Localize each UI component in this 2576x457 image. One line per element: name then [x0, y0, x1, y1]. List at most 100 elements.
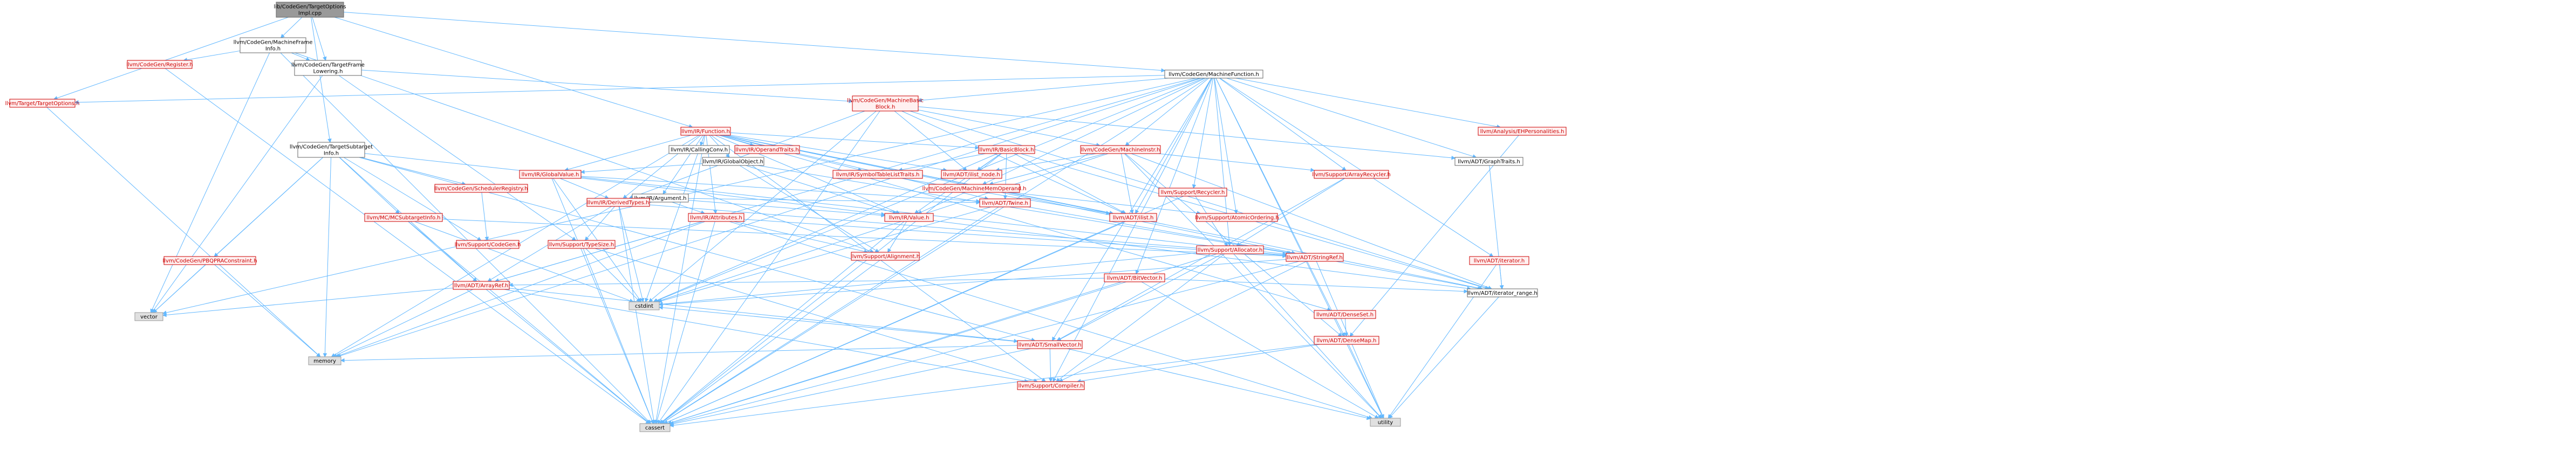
node-label: llvm/Support/AtomicOrdering.h — [1195, 215, 1279, 221]
node-itr[interactable]: llvm/ADT/iterator_range.h — [1467, 288, 1538, 297]
edge-tsi-to-mcsti — [339, 157, 400, 214]
node-label: lib/CodeGen/TargetOptions — [274, 4, 346, 10]
edge-attr-to-cassert — [655, 221, 715, 425]
node-dt[interactable]: llvm/IR/DerivedTypes.h — [586, 198, 650, 207]
edge-aref-to-vector — [162, 287, 454, 317]
edge-sref-to-cassert — [669, 261, 1300, 425]
edge-mf-to-gt — [1226, 78, 1477, 158]
edge-mfi-to-vector — [150, 52, 270, 314]
edge-svec-to-cassert — [669, 348, 1031, 426]
node-utility: utility — [1370, 418, 1401, 427]
node-sref[interactable]: llvm/ADT/StringRef.h — [1286, 253, 1344, 262]
node-tto[interactable]: llvm/Target/TargetOptions.h — [5, 99, 80, 108]
edge-svec-to-utility — [1067, 348, 1371, 420]
node-label: llvm/IR/GlobalObject.h — [703, 159, 763, 165]
edge-irfn-to-cstdint — [645, 135, 705, 303]
node-attr[interactable]: llvm/IR/Attributes.h — [688, 213, 744, 222]
node-label: llvm/IR/Value.h — [889, 215, 930, 221]
node-label: llvm/Analysis/EHPersonalities.h — [1480, 129, 1564, 135]
node-label: llvm/ADT/iterator.h — [1474, 258, 1525, 264]
edge-irfn-to-dt — [623, 135, 701, 199]
node-csr[interactable]: llvm/CodeGen/SchedulerRegistry.h — [434, 184, 528, 193]
node-comp[interactable]: llvm/Support/Compiler.h — [1017, 381, 1085, 390]
edge-gobj-to-gv — [580, 163, 703, 174]
edge-mf-to-recyc — [1192, 78, 1214, 189]
edge-mcsti-to-cassert — [408, 221, 651, 424]
edge-sref-to-cstdint — [658, 259, 1287, 307]
node-label: llvm/CodeGen/MachineFunction.h — [1169, 72, 1259, 78]
node-arec[interactable]: llvm/Support/ArrayRecycler.h — [1312, 170, 1391, 179]
node-label: llvm/ADT/DenseMap.h — [1317, 338, 1377, 344]
node-label: llvm/CodeGen/MachineFrame — [234, 40, 313, 46]
edge-iter-to-utility — [1388, 264, 1497, 419]
edge-root-to-mfi — [280, 17, 303, 38]
node-mmo[interactable]: llvm/CodeGen/MachineMemOperand.h — [923, 184, 1027, 193]
node-twine[interactable]: llvm/ADT/Twine.h — [979, 198, 1031, 207]
edge-mf-to-tto — [74, 75, 1165, 105]
node-cg[interactable]: llvm/Support/CodeGen.h — [455, 240, 521, 249]
node-label: cstdint — [635, 303, 653, 309]
node-opt[interactable]: llvm/IR/OperandTraits.h — [734, 145, 800, 154]
node-label: llvm/ADT/StringRef.h — [1287, 255, 1342, 261]
node-label: llvm/CodeGen/MachineInstr.h — [1081, 147, 1160, 153]
node-label: llvm/Support/Compiler.h — [1018, 383, 1083, 389]
edge-alloc-to-comp — [1055, 253, 1225, 382]
node-label: llvm/CodeGen/Register.h — [126, 62, 193, 68]
node-stlt[interactable]: llvm/IR/SymbolTableListTraits.h — [832, 170, 923, 179]
node-reg[interactable]: llvm/CodeGen/Register.h — [126, 60, 193, 69]
node-mi[interactable]: llvm/CodeGen/MachineInstr.h — [1080, 145, 1161, 154]
node-gt[interactable]: llvm/ADT/GraphTraits.h — [1454, 157, 1523, 166]
edge-gt-to-itr — [1489, 165, 1504, 290]
node-label: llvm/CodeGen/PBQPRAConstraint.h — [162, 258, 257, 264]
node-gv[interactable]: llvm/IR/GlobalValue.h — [519, 170, 582, 179]
node-label: cassert — [645, 425, 665, 431]
node-cc[interactable]: llvm/IR/CallingConv.h — [668, 145, 730, 154]
node-cstdint: cstdint — [628, 301, 660, 310]
node-label: memory — [313, 358, 336, 364]
node-label: llvm/Support/TypeSize.h — [549, 242, 614, 248]
node-gobj[interactable]: llvm/IR/GlobalObject.h — [702, 157, 764, 166]
node-mf[interactable]: llvm/CodeGen/MachineFunction.h — [1164, 70, 1263, 79]
node-bb[interactable]: llvm/IR/BasicBlock.h — [978, 145, 1035, 154]
node-irfn[interactable]: llvm/IR/Function.h — [680, 127, 731, 136]
edge-mi-to-arec — [1158, 153, 1315, 172]
node-label: Info.h — [324, 151, 339, 157]
node-val[interactable]: llvm/IR/Value.h — [884, 213, 934, 222]
edge-irfn-to-dset — [720, 135, 1331, 311]
node-align[interactable]: llvm/Support/Alignment.h — [851, 252, 920, 261]
edge-mf-to-arec — [1219, 78, 1347, 171]
node-ehp[interactable]: llvm/Analysis/EHPersonalities.h — [1478, 127, 1567, 136]
edge-irfn-to-arg — [662, 135, 703, 195]
node-label: llvm/ADT/ilist_node.h — [943, 172, 1000, 178]
node-dset[interactable]: llvm/ADT/DenseSet.h — [1314, 310, 1376, 319]
node-alloc[interactable]: llvm/Support/Allocator.h — [1196, 245, 1264, 254]
node-ao[interactable]: llvm/Support/AtomicOrdering.h — [1195, 213, 1279, 222]
node-recyc[interactable]: llvm/Support/Recycler.h — [1158, 188, 1227, 197]
node-aref[interactable]: llvm/ADT/ArrayRef.h — [453, 281, 510, 290]
node-iter[interactable]: llvm/ADT/iterator.h — [1469, 256, 1529, 265]
node-mcsti[interactable]: llvm/MC/MCSubtargetInfo.h — [364, 213, 443, 222]
node-label: llvm/Support/Recycler.h — [1161, 190, 1225, 196]
node-ilist[interactable]: llvm/ADT/ilist.h — [1109, 213, 1157, 222]
edge-pbqp-to-vector — [153, 264, 206, 313]
node-memory: memory — [308, 356, 341, 365]
node-pbqp[interactable]: llvm/CodeGen/PBQPRAConstraint.h — [162, 256, 257, 265]
node-ts[interactable]: llvm/Support/TypeSize.h — [548, 240, 616, 249]
edge-pbqp-to-memory — [214, 264, 321, 357]
edge-dt-to-cstdint — [619, 206, 645, 303]
node-dmap[interactable]: llvm/ADT/DenseMap.h — [1314, 336, 1379, 345]
edge-svec-to-cstdint — [658, 306, 1018, 342]
node-bv[interactable]: llvm/ADT/BitVector.h — [1104, 273, 1165, 282]
edge-bb-to-cassert — [659, 153, 1002, 424]
edge-mbb-to-ilist — [901, 110, 1125, 214]
node-svec[interactable]: llvm/ADT/SmallVector.h — [1017, 340, 1083, 349]
edge-iter-to-itr — [1499, 264, 1504, 290]
edge-svec-to-memory — [340, 345, 1018, 363]
node-ilnode[interactable]: llvm/ADT/ilist_node.h — [941, 170, 1002, 179]
